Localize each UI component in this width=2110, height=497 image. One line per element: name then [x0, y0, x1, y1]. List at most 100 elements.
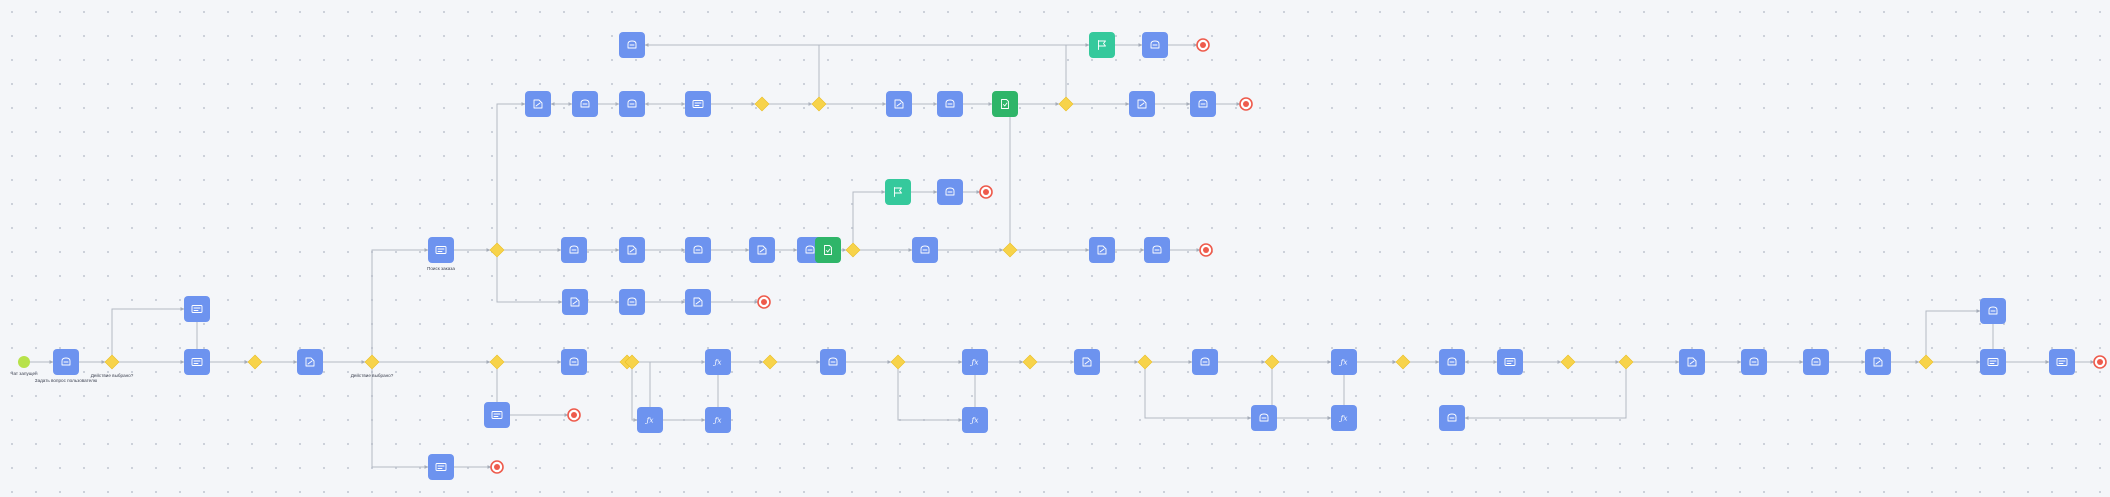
edge-g21-n53[interactable] [1925, 309, 1981, 355]
gateway-diamond[interactable] [890, 354, 906, 370]
task-box[interactable] [428, 237, 454, 263]
gateway-node[interactable] [1264, 354, 1280, 370]
edge-g1-n2[interactable] [111, 307, 185, 355]
task-node[interactable] [619, 237, 645, 263]
task-node[interactable] [1089, 237, 1115, 263]
gateway-diamond[interactable] [489, 354, 505, 370]
gateway-node[interactable] [1560, 354, 1576, 370]
task-node[interactable] [1980, 349, 2006, 375]
task-node[interactable] [815, 237, 841, 263]
edge-g12-n35[interactable] [631, 369, 638, 422]
task-node[interactable] [561, 349, 587, 375]
edge-g4-n29[interactable] [496, 257, 563, 304]
gateway-node[interactable] [811, 96, 827, 112]
task-node[interactable] [886, 91, 912, 117]
task-node[interactable] [1144, 237, 1170, 263]
task-node[interactable] [184, 349, 210, 375]
task-box[interactable] [184, 296, 210, 322]
gateway-diamond[interactable] [811, 96, 827, 112]
end-node[interactable] [1196, 38, 1210, 52]
edge-g16-n43[interactable] [1144, 369, 1252, 420]
task-node[interactable] [1089, 32, 1115, 58]
gateway-node[interactable]: Действие выбрано? [91, 354, 134, 378]
gateway-node[interactable] [247, 354, 263, 370]
task-box[interactable] [1497, 349, 1523, 375]
end-node[interactable] [1239, 97, 1253, 111]
edge-g3-n5[interactable] [371, 248, 429, 355]
task-node[interactable] [1439, 405, 1465, 431]
gateway-diamond[interactable] [104, 354, 120, 370]
gateway-diamond[interactable] [754, 96, 770, 112]
gateway-node[interactable] [1137, 354, 1153, 370]
task-node[interactable] [685, 91, 711, 117]
task-node[interactable]: ƒx [705, 349, 731, 375]
gateway-node[interactable] [890, 354, 906, 370]
task-box[interactable] [2049, 349, 2075, 375]
task-node[interactable]: ƒx [637, 407, 663, 433]
task-node[interactable] [937, 179, 963, 205]
gateway-node[interactable] [489, 242, 505, 258]
end-node[interactable] [1199, 243, 1213, 257]
task-node[interactable] [525, 91, 551, 117]
task-node[interactable] [1497, 349, 1523, 375]
task-node[interactable] [685, 237, 711, 263]
end-node[interactable] [567, 408, 581, 422]
edge-g17-n45[interactable] [1271, 369, 1332, 420]
task-box[interactable] [962, 349, 988, 375]
task-box[interactable] [184, 349, 210, 375]
gateway-diamond[interactable] [489, 242, 505, 258]
gateway-node[interactable] [624, 354, 640, 370]
task-node[interactable] [572, 91, 598, 117]
task-node[interactable]: Поиск заказа [427, 237, 455, 271]
gateway-diamond[interactable] [624, 354, 640, 370]
task-node[interactable] [1129, 91, 1155, 117]
task-node[interactable] [820, 349, 846, 375]
task-node[interactable] [1679, 349, 1705, 375]
gateway-node[interactable] [1022, 354, 1038, 370]
gateway-diamond[interactable] [762, 354, 778, 370]
task-node[interactable] [1190, 91, 1216, 117]
gateway-diamond[interactable] [364, 354, 380, 370]
gateway-diamond[interactable] [1395, 354, 1411, 370]
task-node[interactable]: ƒx [1331, 349, 1357, 375]
task-box[interactable] [1980, 349, 2006, 375]
gateway-diamond[interactable] [1264, 354, 1280, 370]
gateway-diamond[interactable] [1022, 354, 1038, 370]
task-node[interactable] [1741, 349, 1767, 375]
task-node[interactable] [992, 91, 1018, 117]
edge-g9-n6[interactable] [550, 102, 1011, 243]
gateway-diamond[interactable] [1137, 354, 1153, 370]
task-node[interactable]: ƒx [962, 349, 988, 375]
task-node[interactable] [1439, 349, 1465, 375]
task-node[interactable]: Задать вопрос пользователю [35, 349, 98, 383]
start-event[interactable] [18, 356, 30, 368]
gateway-node[interactable] [754, 96, 770, 112]
end-node[interactable] [490, 460, 504, 474]
task-box[interactable] [1331, 349, 1357, 375]
gateway-node[interactable] [1918, 354, 1934, 370]
task-node[interactable] [619, 289, 645, 315]
task-node[interactable] [619, 91, 645, 117]
gateway-diamond[interactable] [845, 242, 861, 258]
task-box[interactable] [1089, 32, 1115, 58]
task-box[interactable] [637, 407, 663, 433]
task-box[interactable] [815, 237, 841, 263]
task-node[interactable] [1803, 349, 1829, 375]
task-node[interactable] [937, 91, 963, 117]
task-box[interactable] [685, 91, 711, 117]
task-node[interactable] [297, 349, 323, 375]
gateway-node[interactable] [845, 242, 861, 258]
task-box[interactable] [885, 179, 911, 205]
task-node[interactable] [562, 289, 588, 315]
edge-g14-n40[interactable] [897, 369, 963, 422]
task-node[interactable] [184, 296, 210, 322]
edge-g7-n14[interactable] [1065, 43, 1090, 97]
start-node[interactable]: Чат запущен [10, 356, 38, 376]
gateway-diamond[interactable] [1618, 354, 1634, 370]
gateway-diamond[interactable] [1058, 96, 1074, 112]
task-node[interactable]: ƒx [705, 407, 731, 433]
task-box[interactable] [962, 407, 988, 433]
task-node[interactable] [885, 179, 911, 205]
